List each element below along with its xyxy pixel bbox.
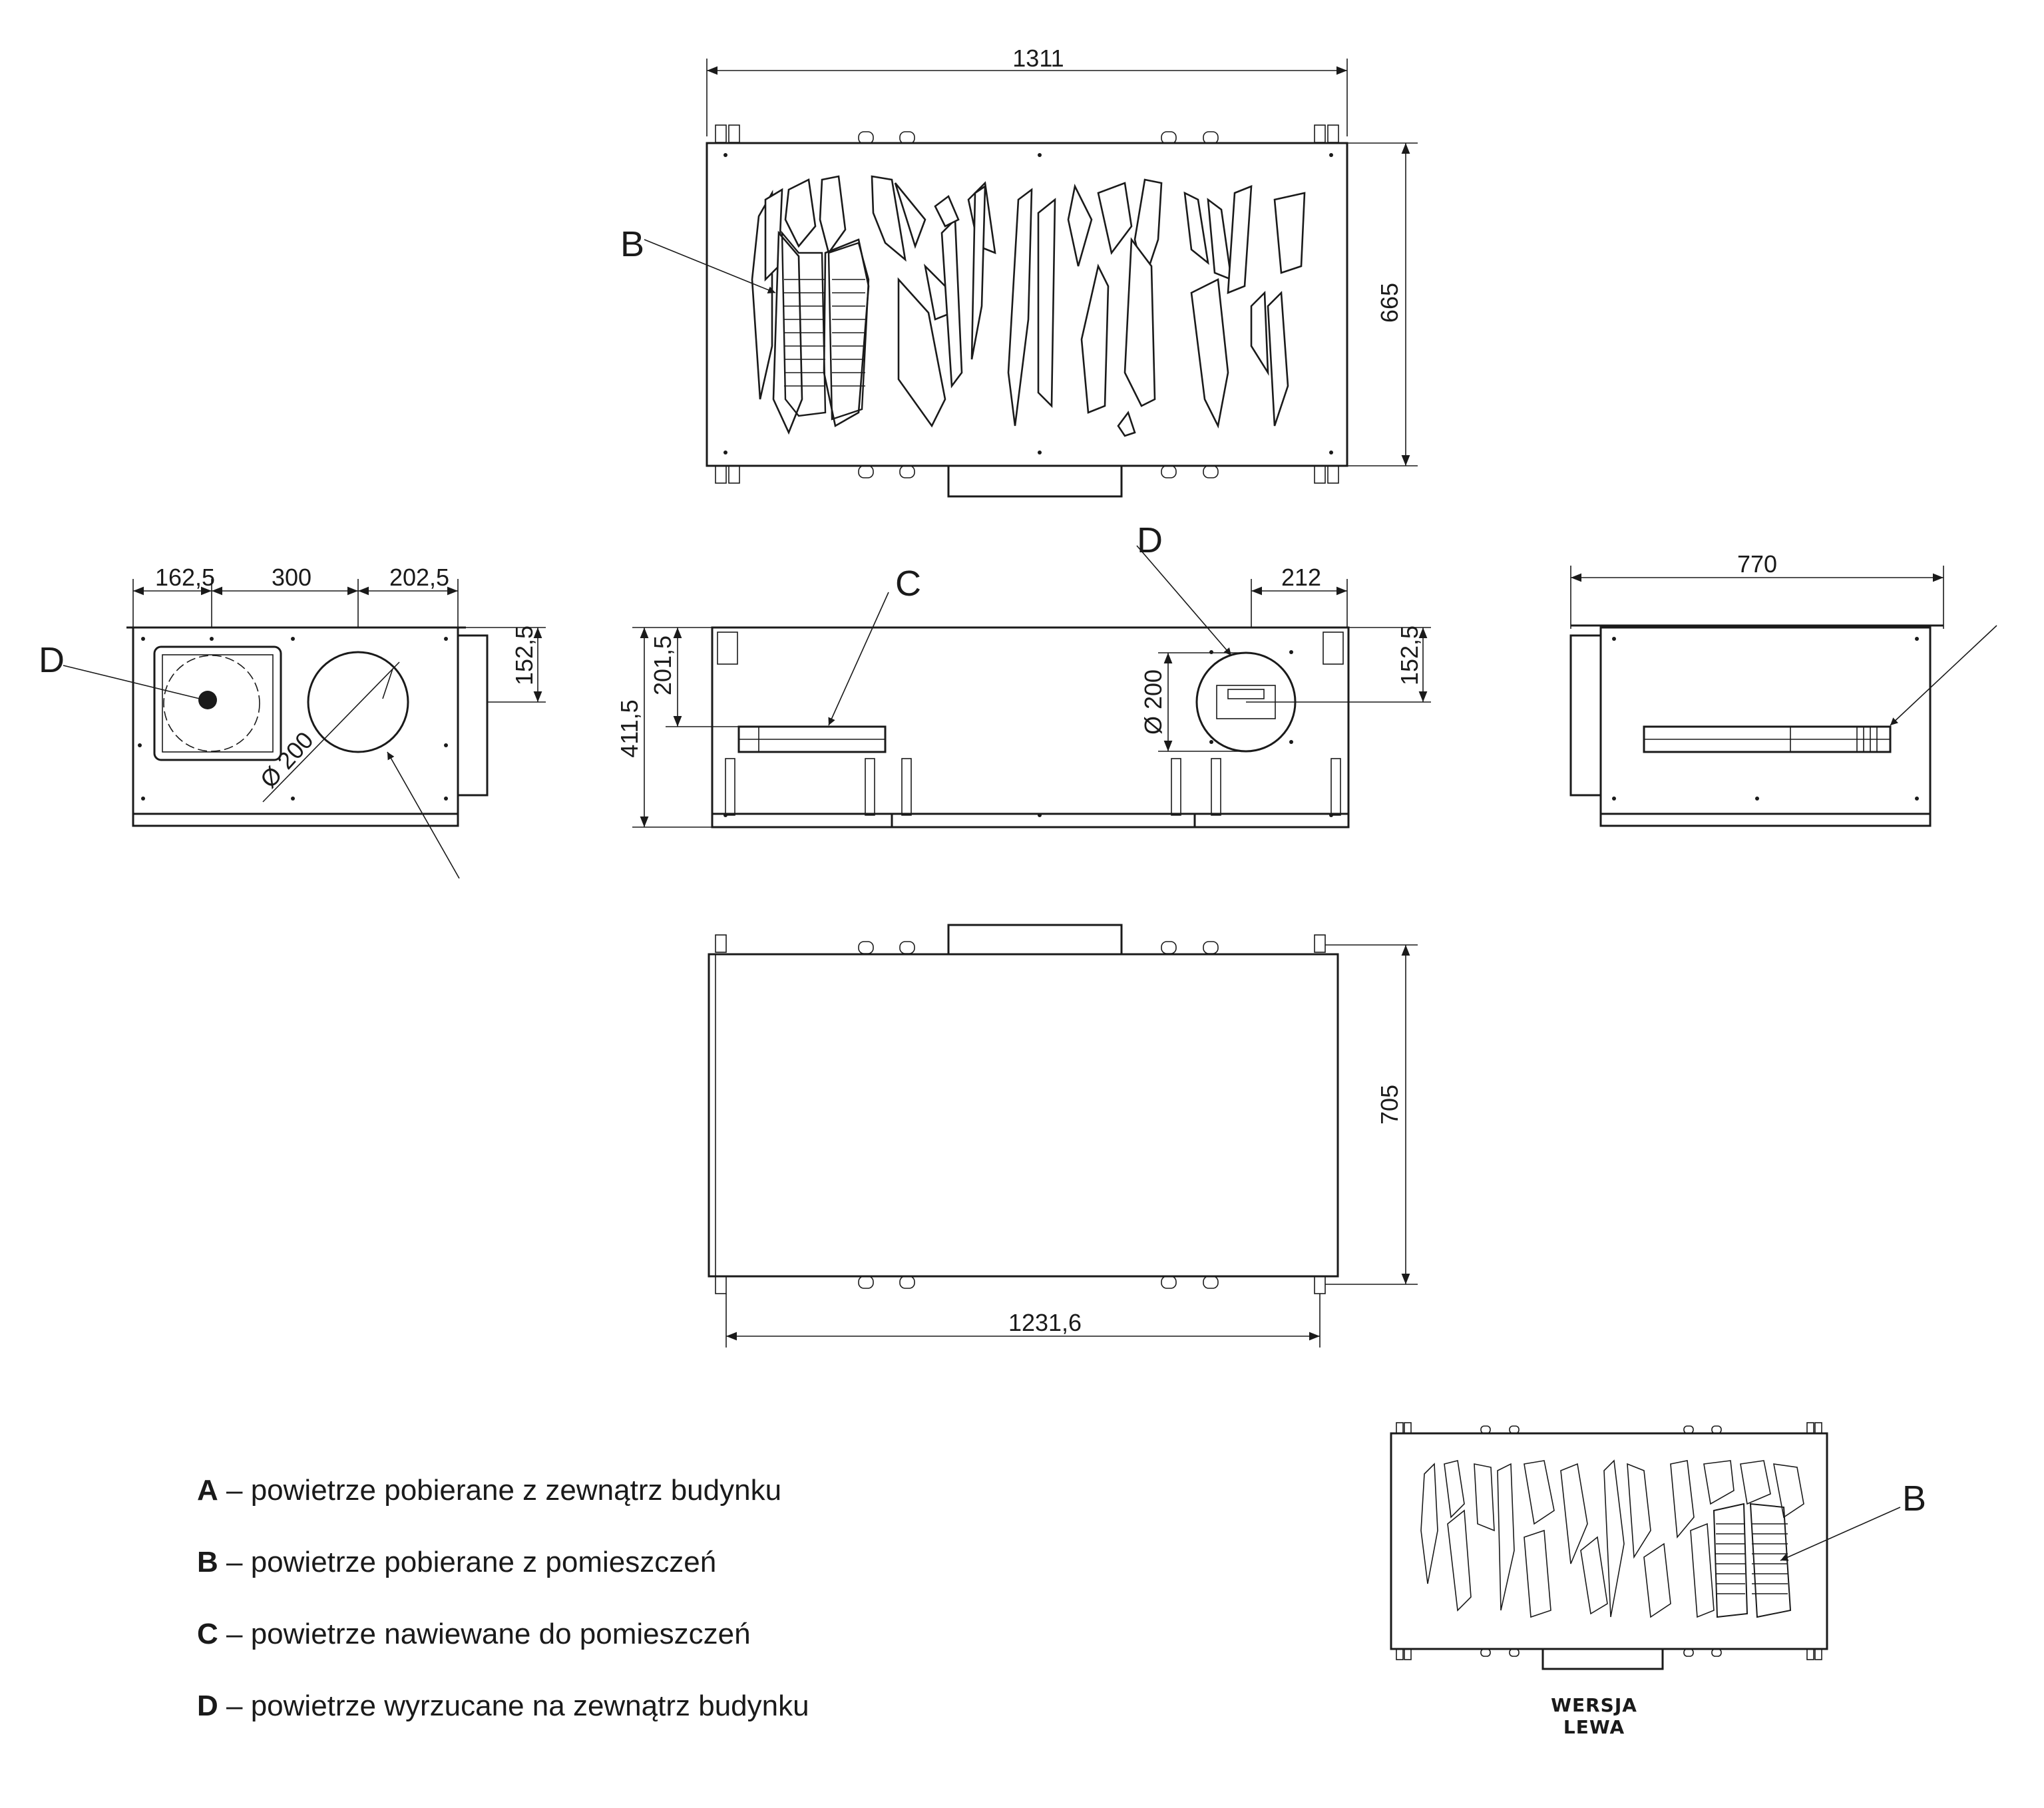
left-dim-152: 152,5 — [511, 626, 538, 685]
left-dim-162: 162,5 — [155, 564, 215, 591]
left-label-d: D — [39, 640, 65, 680]
top-label-b: B — [620, 224, 644, 264]
right-width-dimension: 770 — [1737, 550, 1777, 578]
bottom-width-dimension: 1231,6 — [1008, 1309, 1082, 1336]
legend-item-c: C – powietrze nawiewane do pomieszczeń — [197, 1618, 751, 1650]
legend-item-b: B – powietrze pobierane z pomieszczeń — [197, 1546, 717, 1578]
bottom-height-dimension: 705 — [1376, 1085, 1403, 1125]
legend-item-a: A – powietrze pobierane z zewnątrz budyn… — [197, 1474, 782, 1507]
top-view: 1311 665 — [620, 45, 1418, 498]
left-dim-300: 300 — [272, 564, 311, 591]
left-version-caption: WERSJA LEWA — [1551, 1694, 1637, 1738]
front-dim-411: 411,5 — [616, 699, 643, 757]
top-height-dimension: 665 — [1376, 283, 1403, 323]
bottom-view: 705 1231,6 — [708, 924, 1418, 1348]
left-version-label-b: B — [1902, 1479, 1926, 1519]
front-dim-201: 201,5 — [649, 635, 676, 695]
left-end-view: 162,5 300 202,5 152,5 Ø 200 D — [39, 564, 546, 879]
left-dim-202: 202,5 — [389, 564, 449, 591]
front-dim-212: 212 — [1281, 564, 1321, 591]
legend: A – powietrze pobierane z zewnątrz budyn… — [197, 1469, 809, 1757]
front-label-c: C — [895, 564, 921, 604]
left-version-view: B — [1390, 1422, 1926, 1670]
front-diameter: Ø 200 — [1139, 669, 1167, 735]
front-dim-152: 152,5 — [1396, 626, 1423, 685]
front-label-d: D — [1137, 520, 1163, 560]
top-width-dimension: 1311 — [1012, 45, 1064, 72]
front-view: 212 152,5 Ø 200 D C 411,5 201,5 — [616, 520, 1431, 828]
right-end-view: 770 — [1569, 550, 1997, 827]
legend-item-d: D – powietrze wyrzucane na zewnątrz budy… — [197, 1690, 809, 1722]
